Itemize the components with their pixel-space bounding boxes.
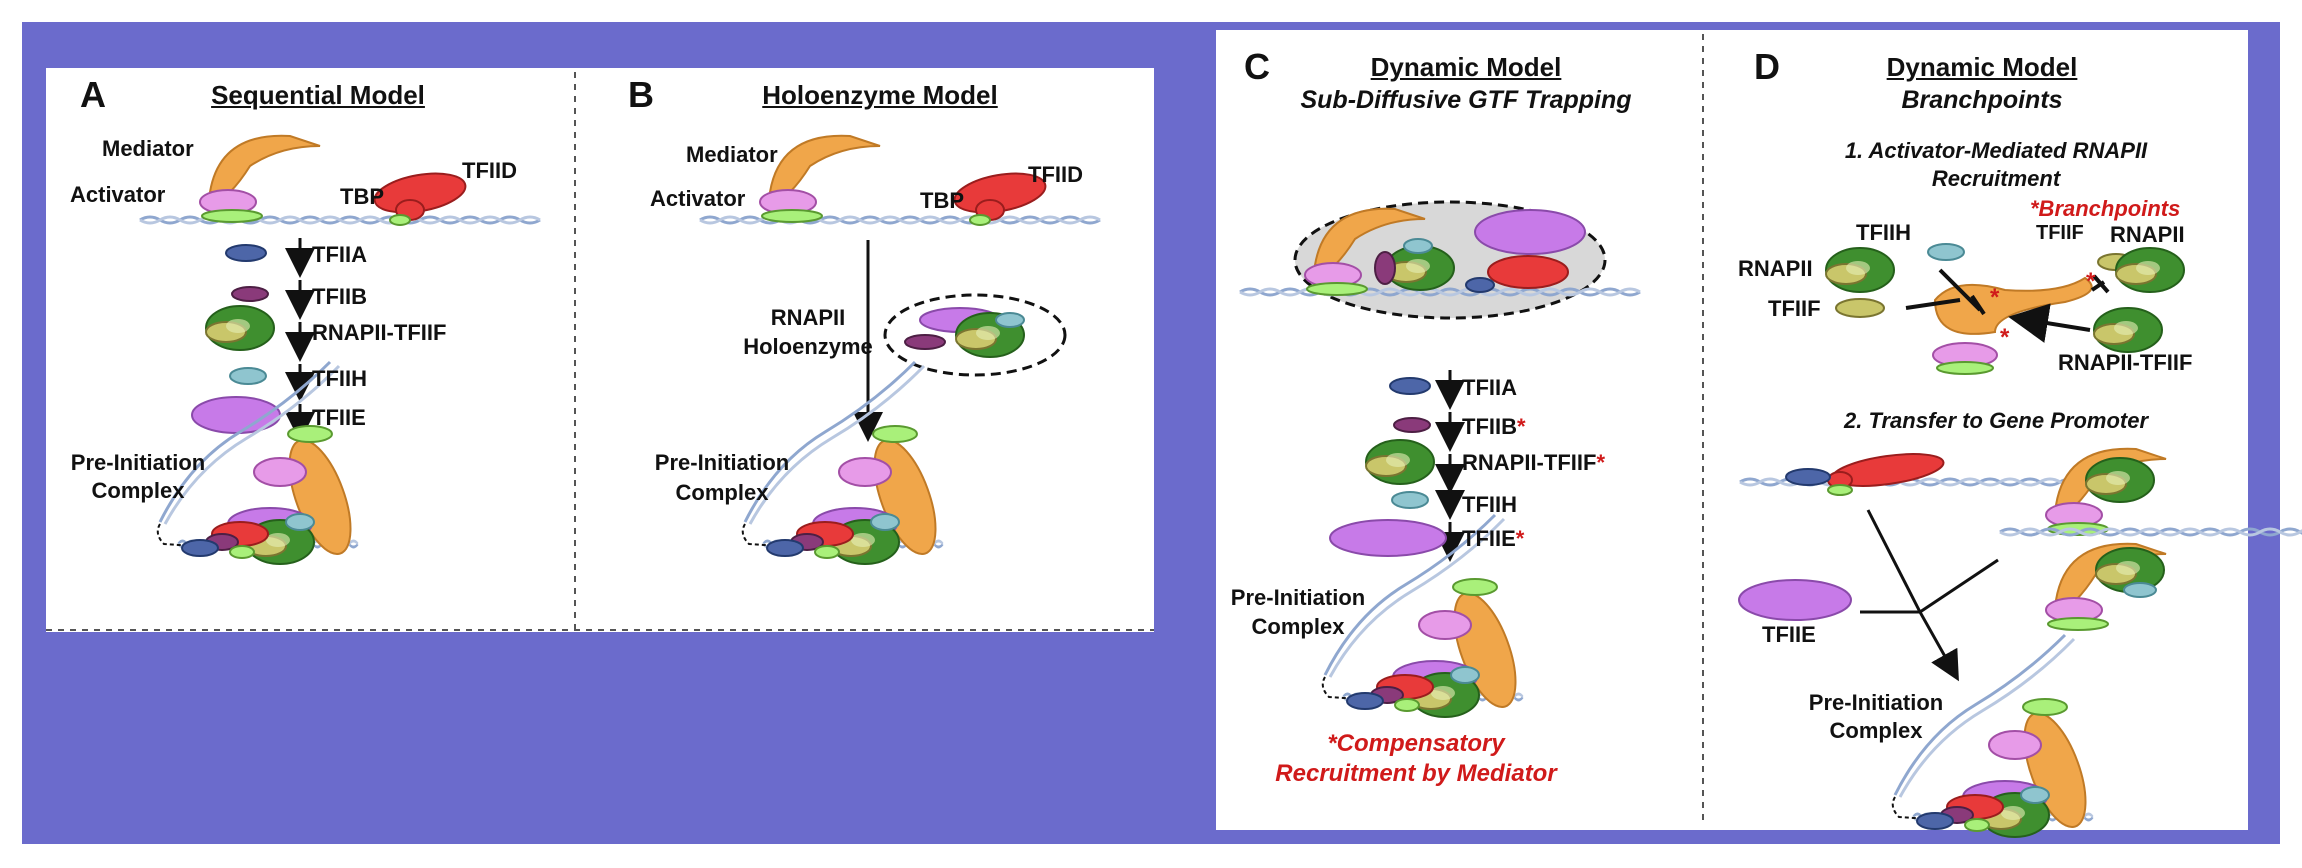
panel-a-activator-label: Activator [70, 182, 166, 207]
panel-c-pic-label-line2: Complex [1251, 614, 1345, 639]
panel-d-branchpoint-star-3: * [2000, 324, 2010, 351]
panel-b-title: Holoenzyme Model [762, 80, 998, 110]
panel-c-note-line1: *Compensatory [1327, 730, 1505, 757]
panel-a-tbp-label: TBP [340, 184, 384, 209]
panel-c-pic-label-line1: Pre-Initiation [1230, 585, 1366, 610]
panel-c-step-1: TFIIA [1462, 375, 1517, 400]
panel-c-title: Dynamic Model [1370, 52, 1562, 82]
panel-a-tfiid-label: TFIID [462, 158, 517, 183]
panel-a-step-2: TFIIB [312, 284, 367, 309]
panel-d-pic-label-line1: Pre-Initiation [1808, 690, 1944, 715]
panel-d-tfiie-label: TFIIE [1762, 622, 1816, 647]
panel-c-step-3: RNAPII-TFIIF* [1462, 450, 1605, 475]
panel-c-step-4: TFIIH [1462, 492, 1517, 517]
panel-d-branchpoint-star-2: * [2086, 268, 2096, 295]
panel-d-title: Dynamic Model [1886, 52, 2078, 82]
panel-b-activator-label: Activator [650, 186, 746, 211]
panel-b-tbp-label: TBP [920, 188, 964, 213]
panel-d-branchpoints-label: *Branchpoints [2030, 196, 2181, 221]
panel-c-note-line2: Recruitment by Mediator [1275, 760, 1557, 787]
panel-d-rnapii-left-label: RNAPII [1738, 256, 1813, 281]
panel-a-pic-label-line2: Complex [91, 478, 185, 503]
panel-a-step-1: TFIIA [312, 242, 367, 267]
panel-b-holoenzyme-label-line2: Holoenzyme [743, 334, 873, 359]
panel-a-step-5: TFIIE [312, 405, 366, 430]
panel-c-step-2: TFIIB* [1462, 414, 1526, 439]
panel-a-title: Sequential Model [211, 80, 425, 110]
panel-a-step-4: TFIIH [312, 366, 367, 391]
panel-a-pic-label-line1: Pre-Initiation [70, 450, 206, 475]
panel-b-mediator-label: Mediator [686, 142, 778, 167]
panel-d-section1-line1: 1. Activator-Mediated RNAPII [1844, 138, 2148, 163]
panel-b-tfiid-label: TFIID [1028, 162, 1083, 187]
panel-d-section1-line2: Recruitment [1931, 166, 2061, 191]
panel-c-letter: C [1244, 46, 1270, 87]
panel-a-letter: A [80, 74, 106, 115]
panel-d-pic-label-line2: Complex [1829, 718, 1923, 743]
panel-d-branchpoint-star-1: * [1990, 284, 2000, 311]
panel-b-holoenzyme-label-line1: RNAPII [770, 305, 846, 330]
panel-d-letter: D [1754, 46, 1780, 87]
panel-d-rnapii-right-label: RNAPII [2110, 222, 2185, 247]
panel-b-pic-label-line1: Pre-Initiation [654, 450, 790, 475]
panel-d-tfiif-right-label: TFIIF [2036, 222, 2084, 244]
panel-c-subtitle: Sub-Diffusive GTF Trapping [1300, 86, 1632, 114]
panel-d-tfiih-label: TFIIH [1856, 220, 1911, 245]
panel-d-section2-label: 2. Transfer to Gene Promoter [1843, 408, 2149, 433]
panel-d-subtitle: Branchpoints [1901, 86, 2063, 114]
panel-c-step-5: TFIIE* [1462, 526, 1525, 551]
panel-b-letter: B [628, 74, 654, 115]
panel-a-mediator-label: Mediator [102, 136, 194, 161]
panel-a-step-3: RNAPII-TFIIF [312, 320, 447, 345]
panel-b-pic-label-line2: Complex [675, 480, 769, 505]
panel-d-tfiif-left-label: TFIIF [1768, 296, 1821, 321]
panel-d-rnapii-tfiif-label: RNAPII-TFIIF [2058, 350, 2193, 375]
